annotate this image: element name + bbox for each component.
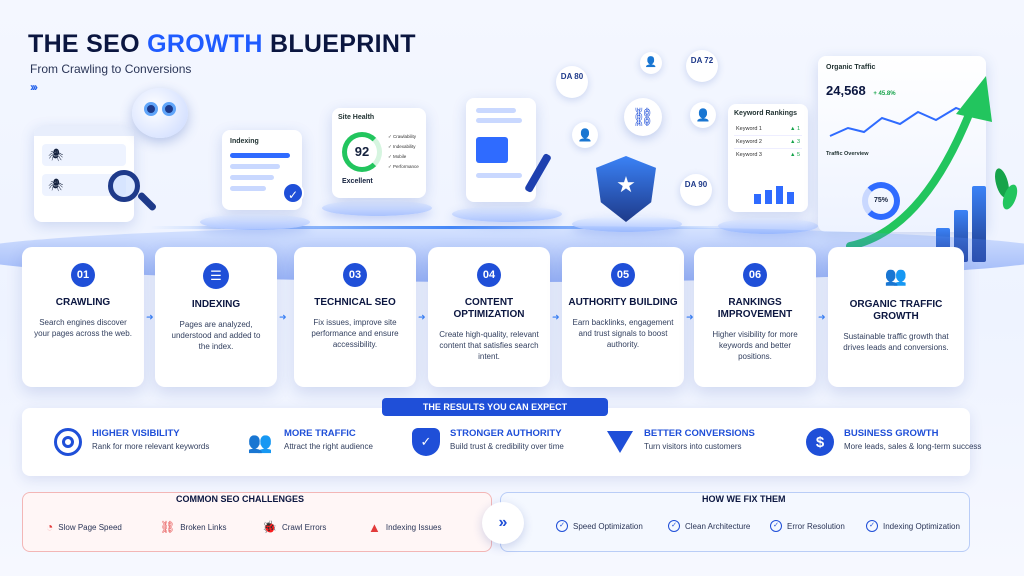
arrow-right-icon: ➜	[818, 312, 826, 322]
podium	[322, 200, 432, 216]
health-status: Excellent	[342, 178, 373, 185]
check-circle-icon: ✓	[556, 520, 568, 532]
challenge-item: ⛓ Broken Links	[160, 520, 227, 534]
arrow-right-icon: ➜	[686, 312, 694, 322]
fixes-panel	[500, 492, 970, 552]
growth-arrow-icon	[846, 76, 992, 250]
link-icon: ⛓	[624, 98, 662, 136]
fix-item: ✓ Clean Architecture	[668, 520, 750, 532]
podium	[572, 216, 682, 232]
challenges-heading: COMMON SEO CHALLENGES	[176, 494, 305, 504]
step-authority-building: 05 AUTHORITY BUILDING Earn backlinks, en…	[562, 247, 684, 387]
warning-icon: ▲	[368, 520, 381, 535]
arrow-right-icon: ➜	[418, 312, 426, 322]
flow-line	[150, 226, 750, 229]
traffic-line-chart	[829, 106, 973, 137]
chevrons-right-icon: »	[482, 502, 524, 544]
magnifier-handle	[136, 191, 158, 212]
result-higher-visibility: HIGHER VISIBILITY Rank for more relevant…	[54, 428, 234, 468]
podium	[718, 218, 818, 234]
challenges-panel	[22, 492, 492, 552]
gear-icon: 03	[343, 263, 367, 287]
step-technical-seo: 03 TECHNICAL SEO Fix issues, improve sit…	[294, 247, 416, 387]
step-crawling: 01 CRAWLING Search engines discover your…	[22, 247, 144, 387]
step-number: 05	[611, 263, 635, 287]
user-icon: 👤	[640, 52, 662, 74]
mini-bar-chart	[754, 186, 794, 204]
challenge-item: ◔ Slow Page Speed	[46, 520, 122, 534]
site-health-card: Site Health 92 Excellent ✓ Crawlability …	[332, 108, 426, 198]
database-icon: ☰	[203, 263, 229, 289]
check-circle-icon: ✓	[866, 520, 878, 532]
result-business-growth: $ BUSINESS GROWTH More leads, sales & lo…	[806, 428, 986, 468]
fix-item: ✓ Speed Optimization	[556, 520, 643, 532]
fix-item: ✓ Error Resolution	[770, 520, 845, 532]
step-number: 04	[477, 263, 501, 287]
step-indexing: ☰ INDEXING Pages are analyzed, understoo…	[155, 247, 277, 387]
step-number: 06	[743, 263, 767, 287]
users-icon: 👥	[247, 431, 273, 454]
step-number: 01	[71, 263, 95, 287]
check-icon: ✓	[282, 182, 304, 204]
result-more-traffic: 👥 MORE TRAFFIC Attract the right audienc…	[246, 428, 426, 468]
arrow-right-icon: ➜	[146, 312, 154, 322]
step-organic-traffic-growth: 👥 ORGANIC TRAFFIC GROWTH Sustainable tra…	[828, 247, 964, 387]
bug-icon: 🕷	[42, 174, 126, 196]
challenge-item: 🐞 Crawl Errors	[262, 520, 327, 534]
users-icon: 👥	[884, 266, 908, 286]
page-title: THE SEO GROWTH BLUEPRINT	[28, 30, 416, 58]
dollar-icon: $	[806, 428, 834, 456]
fix-item: ✓ Indexing Optimization	[866, 520, 960, 532]
growth-bar	[972, 186, 986, 262]
da-node: DA 80	[556, 66, 588, 98]
shield-check-icon: ✓	[412, 428, 440, 456]
target-icon	[54, 428, 82, 456]
podium	[452, 206, 562, 222]
funnel-icon	[606, 428, 634, 456]
step-rankings-improvement: 06 RANKINGS IMPROVEMENT Higher visibilit…	[694, 247, 816, 387]
bug-icon: 🐞	[262, 520, 277, 534]
magnifier-icon	[108, 170, 140, 202]
keyword-rankings-card: Keyword Rankings Keyword 1▲ 1 Keyword 2▲…	[728, 104, 808, 212]
podium	[200, 214, 310, 230]
step-content-optimization: 04 CONTENT OPTIMIZATION Create high-qual…	[428, 247, 550, 387]
da-node: DA 72	[686, 50, 718, 82]
speedometer-icon: ◔	[46, 520, 54, 534]
image-icon	[476, 137, 508, 163]
spider-bot-icon	[132, 88, 188, 138]
check-circle-icon: ✓	[770, 520, 782, 532]
shield-star-icon: ★	[596, 156, 656, 222]
da-node: DA 90	[680, 174, 712, 206]
result-stronger-authority: ✓ STRONGER AUTHORITY Build trust & credi…	[412, 428, 592, 468]
result-better-conversions: BETTER CONVERSIONS Turn visitors into cu…	[606, 428, 786, 468]
page-subtitle: From Crawling to Conversions	[30, 62, 192, 76]
user-icon: 👤	[690, 102, 716, 128]
results-heading: THE RESULTS YOU CAN EXPECT	[382, 398, 608, 416]
broken-link-icon: ⛓	[160, 520, 176, 534]
check-circle-icon: ✓	[668, 520, 680, 532]
fixes-heading: HOW WE FIX THEM	[702, 494, 786, 504]
challenge-item: ▲ Indexing Issues	[368, 520, 442, 535]
plant-icon	[992, 166, 1021, 228]
document-icon	[466, 98, 536, 202]
arrow-right-icon: ➜	[279, 312, 287, 322]
traffic-donut: 75%	[862, 182, 900, 220]
user-icon: 👤	[572, 122, 598, 148]
health-checklist: ✓ Crawlability ✓ Indexability ✓ Mobile ✓…	[388, 134, 419, 169]
bug-icon: 🕷	[42, 144, 126, 166]
arrow-right-icon: ➜	[552, 312, 560, 322]
health-score-ring: 92	[342, 132, 382, 172]
chevrons-right-icon: ›››	[30, 80, 38, 94]
crawl-window-card: 🕷 🕷	[34, 126, 134, 222]
